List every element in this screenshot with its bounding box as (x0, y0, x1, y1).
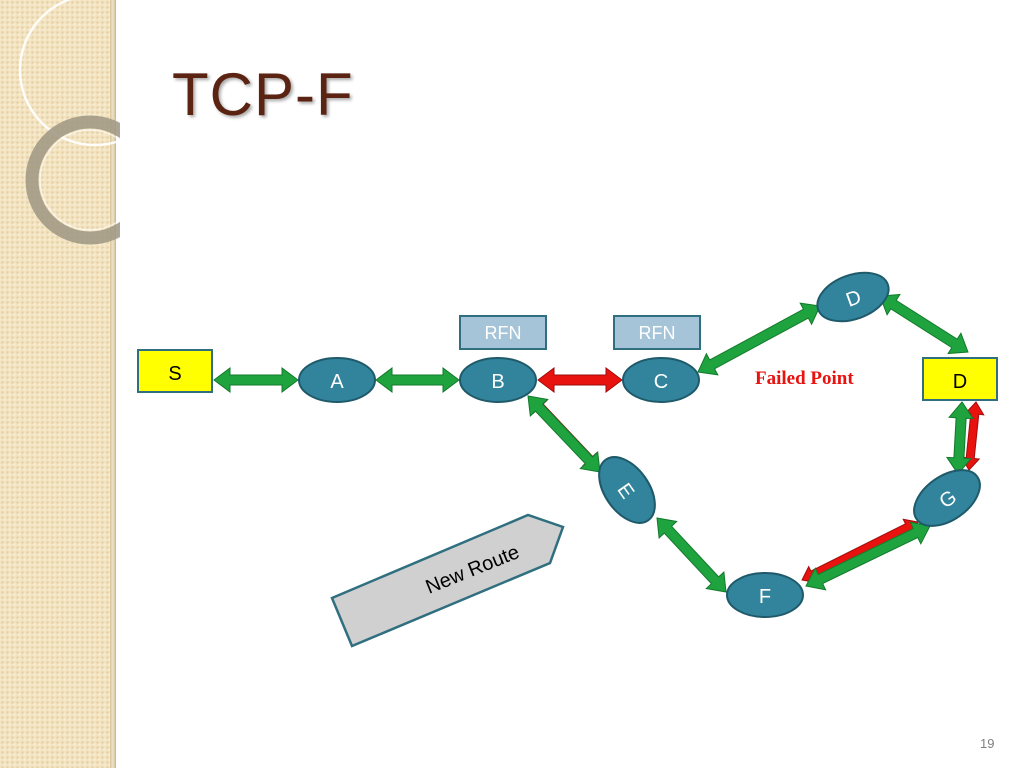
node-c-label: C (654, 371, 668, 393)
source-box: S (137, 349, 213, 393)
rfn-box-1: RFN (459, 315, 547, 350)
node-e: E (598, 456, 656, 524)
node-a: A (298, 357, 376, 403)
link-s-a (213, 367, 299, 393)
slide-title: TCP-F (172, 61, 354, 128)
node-d-label: D (843, 286, 864, 312)
node-f: F (726, 572, 804, 618)
node-d-top: D (816, 271, 890, 323)
link-f-g (805, 521, 931, 591)
page-number: 19 (980, 736, 995, 751)
link-b-e (527, 395, 601, 473)
source-label: S (168, 363, 181, 385)
node-g: G (913, 469, 981, 527)
link-e-f (656, 517, 727, 593)
sidebar-edge (110, 0, 116, 768)
link-d-dest (879, 293, 969, 355)
decorative-circles (18, 0, 120, 245)
link-a-b (375, 367, 460, 393)
failed-point-label: Failed Point (755, 368, 854, 389)
link-f-g-original (801, 518, 919, 584)
rfn-label-1: RFN (485, 323, 522, 343)
destination-label: D (953, 371, 967, 393)
node-a-label: A (330, 371, 344, 393)
new-route-arrow: New Route (330, 513, 565, 648)
node-b: B (459, 357, 537, 403)
node-c: C (622, 357, 700, 403)
link-b-c-failed (537, 367, 623, 393)
rfn-label-2: RFN (639, 323, 676, 343)
rfn-box-2: RFN (613, 315, 701, 350)
link-c-d (697, 302, 821, 376)
node-f-label: F (759, 586, 771, 608)
destination-box: D (922, 357, 998, 401)
links (213, 293, 985, 593)
node-b-label: B (491, 371, 504, 393)
